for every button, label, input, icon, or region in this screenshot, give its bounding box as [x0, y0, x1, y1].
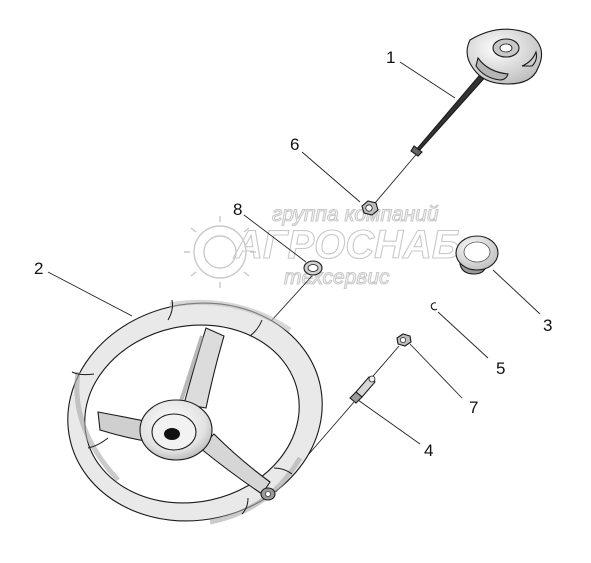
leader-5 — [437, 311, 489, 359]
part-8-washer — [303, 260, 323, 276]
watermark: группа компаний АГРОСНАБ техсервис — [184, 202, 461, 290]
callout-7: 7 — [469, 398, 478, 417]
leader-1 — [399, 61, 456, 99]
part-6-nut — [361, 200, 379, 216]
callouts: 1 2 3 4 5 6 7 8 — [34, 48, 552, 460]
part-1-horn-button — [410, 28, 543, 157]
part-3-cap — [455, 235, 499, 275]
callout-3: 3 — [543, 316, 552, 335]
watermark-bottom-line: техсервис — [284, 266, 390, 289]
leader-4 — [357, 399, 421, 445]
watermark-brand: АГРОСНАБ — [233, 223, 460, 267]
part-5-clip — [430, 302, 438, 311]
callout-6: 6 — [290, 135, 299, 154]
part-7-nut — [396, 333, 412, 347]
part-4-pin — [349, 375, 376, 404]
leader-3 — [492, 269, 541, 315]
part-2-steering-wheel — [67, 299, 323, 525]
leader-2 — [47, 271, 133, 317]
callout-5: 5 — [496, 359, 505, 378]
leader-6-upper — [301, 151, 361, 203]
leader-8 — [243, 214, 307, 263]
leader-7 — [409, 343, 463, 399]
callout-4: 4 — [424, 441, 433, 460]
watermark-gear-icon — [184, 216, 256, 288]
callout-8: 8 — [233, 200, 242, 219]
callout-2: 2 — [34, 259, 43, 278]
watermark-top-line: группа компаний — [272, 203, 439, 226]
leader-shaft-axis — [368, 149, 421, 211]
callout-1: 1 — [386, 48, 395, 67]
